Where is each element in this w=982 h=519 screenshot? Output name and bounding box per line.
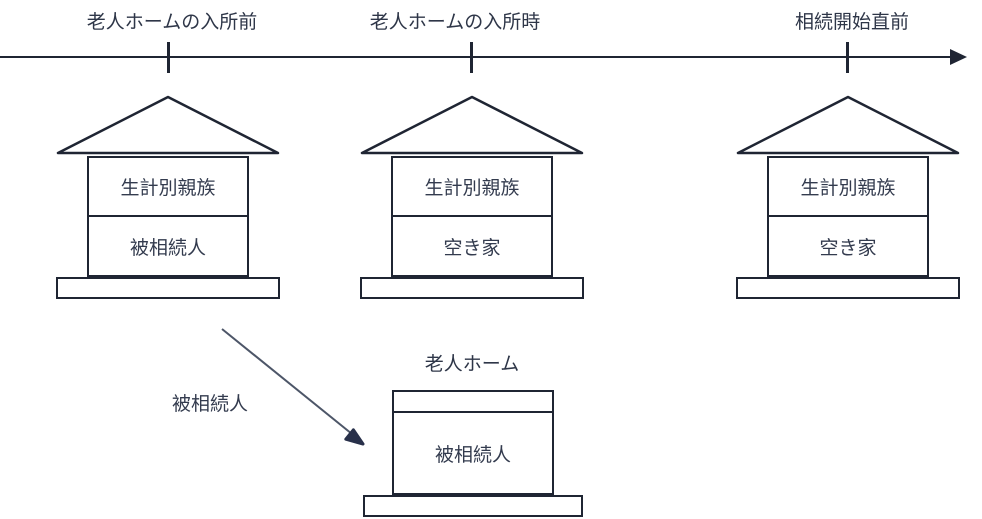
- house-lower-room: 空き家: [769, 217, 927, 275]
- house-lower-label: 被相続人: [129, 237, 206, 259]
- house-lower-label: 空き家: [819, 237, 877, 259]
- house-body: 生計別親族 空き家: [767, 156, 929, 277]
- move-arrow-icon: [221, 328, 365, 446]
- house-body: 生計別親族 被相続人: [87, 156, 249, 277]
- house-upper-label: 生計別親族: [800, 178, 896, 199]
- house-lower-room: 被相続人: [89, 217, 247, 275]
- move-arrow-label: 被相続人: [171, 394, 249, 415]
- house-before-inheritance: 生計別親族 空き家: [734, 94, 962, 299]
- nursing-home-roof-band: [394, 392, 552, 413]
- house-upper-label: 生計別親族: [120, 178, 216, 199]
- house-platform: [736, 277, 960, 299]
- house-body: 生計別親族 空き家: [391, 156, 553, 277]
- house-upper-room: 生計別親族: [89, 158, 247, 217]
- house-lower-label: 空き家: [443, 237, 501, 259]
- nursing-home-room: 被相続人: [394, 413, 552, 493]
- nursing-home-title: 老人ホーム: [424, 354, 520, 375]
- house-before-entry: 生計別親族 被相続人: [54, 94, 282, 299]
- timeline-label-at-entry: 老人ホームの入所時: [369, 12, 541, 33]
- timeline-label-before: 老人ホームの入所前: [86, 12, 258, 33]
- nursing-home-occupant-label: 被相続人: [434, 444, 511, 466]
- timeline-line: [0, 56, 954, 58]
- timeline-tick-before-inheritance: [846, 42, 849, 73]
- timeline-tick-at-entry: [470, 42, 473, 73]
- timeline-label-before-inheritance: 相続開始直前: [794, 12, 910, 33]
- house-upper-room: 生計別親族: [769, 158, 927, 217]
- house-platform: [56, 277, 280, 299]
- timeline-tick-before: [167, 42, 170, 73]
- timeline-arrowhead-icon: [950, 49, 967, 65]
- house-upper-room: 生計別親族: [393, 158, 551, 217]
- nursing-home-building: 被相続人: [392, 390, 554, 495]
- house-upper-label: 生計別親族: [424, 178, 520, 199]
- house-at-entry: 生計別親族 空き家: [358, 94, 586, 299]
- house-roof-icon: [736, 95, 960, 155]
- nursing-home-platform: [363, 495, 583, 517]
- house-lower-room: 空き家: [393, 217, 551, 275]
- house-roof-icon: [360, 95, 584, 155]
- house-platform: [360, 277, 584, 299]
- house-roof-icon: [56, 95, 280, 155]
